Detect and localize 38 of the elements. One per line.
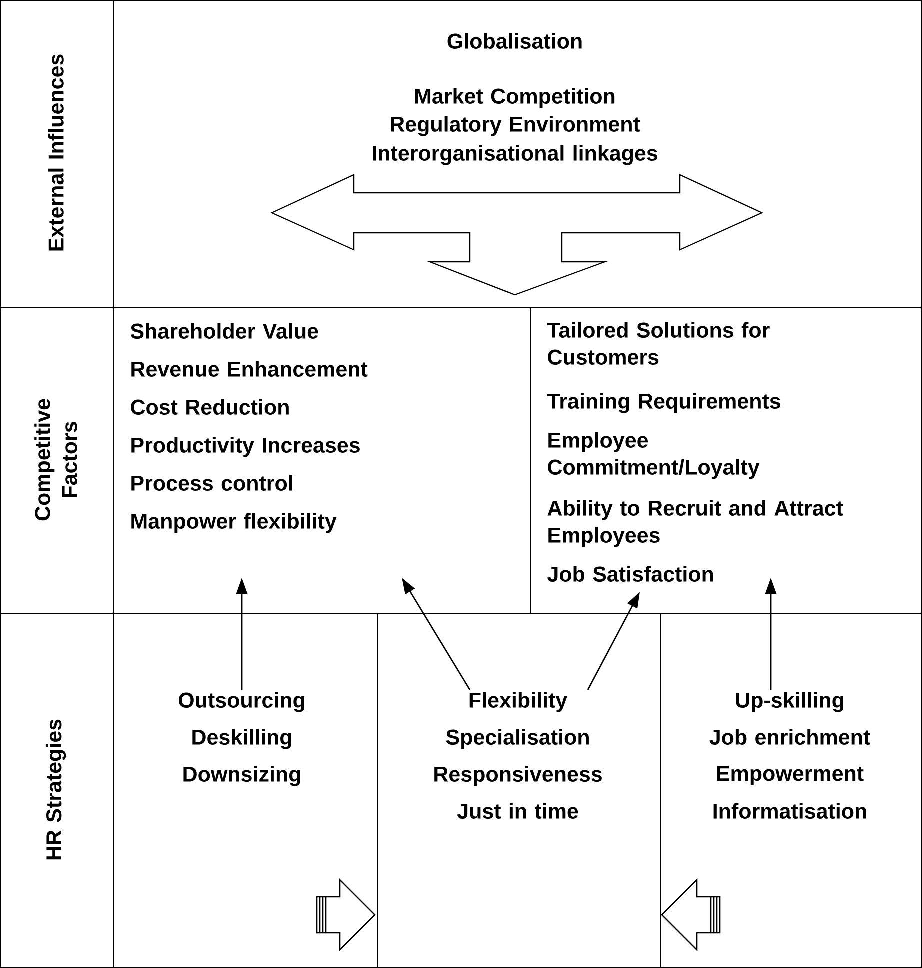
item-text: Market Competition bbox=[416, 88, 615, 108]
item-text: Flexibility bbox=[470, 692, 568, 712]
item-text: Job enrichment bbox=[710, 729, 870, 745]
item-text: Employee Commitment/Loyalty bbox=[548, 432, 760, 480]
item-text: Responsiveness bbox=[434, 766, 602, 786]
item-text: Regulatory Environment bbox=[391, 116, 640, 136]
row-header-cell bbox=[0, 0, 114, 308]
item-text: Revenue Enhancement bbox=[132, 361, 368, 377]
row-heading: HR Strategies bbox=[46, 720, 66, 860]
row-header-cell bbox=[0, 613, 114, 968]
row-header-cell bbox=[0, 307, 114, 614]
item-text: Process control bbox=[132, 475, 292, 491]
item-text: Specialisation bbox=[446, 729, 589, 750]
item-text: Job Satisfaction bbox=[548, 566, 714, 582]
table-cell bbox=[113, 0, 922, 308]
item-text: Ability to Recruit and Attract Employees bbox=[548, 500, 844, 548]
item-text: Empowerment bbox=[717, 766, 864, 786]
item-text: Manpower flexibility bbox=[132, 513, 337, 534]
item-text: Interorganisational linkages bbox=[373, 145, 658, 166]
row-heading: External Influences bbox=[48, 54, 64, 251]
item-text: Tailored Solutions for Customers bbox=[547, 322, 770, 365]
item-text: Deskilling bbox=[192, 729, 292, 750]
row-heading: Competitive Factors bbox=[34, 399, 78, 521]
item-text: Informatisation bbox=[714, 803, 866, 819]
item-text: Up-skilling bbox=[736, 692, 844, 712]
item-text: Globalisation bbox=[448, 33, 582, 49]
table-cell bbox=[377, 613, 662, 968]
item-text: Cost Reduction bbox=[131, 399, 289, 415]
item-text: Downsizing bbox=[184, 766, 300, 786]
item-text: Shareholder Value bbox=[130, 323, 318, 339]
table-cell bbox=[113, 613, 378, 968]
item-text: Just in time bbox=[457, 803, 578, 819]
table-cell bbox=[113, 307, 532, 614]
table-cell bbox=[660, 613, 922, 968]
item-text: Productivity Increases bbox=[132, 437, 360, 458]
item-text: Outsourcing bbox=[178, 692, 304, 712]
table-cell bbox=[530, 307, 922, 614]
item-text: Training Requirements bbox=[547, 393, 780, 414]
